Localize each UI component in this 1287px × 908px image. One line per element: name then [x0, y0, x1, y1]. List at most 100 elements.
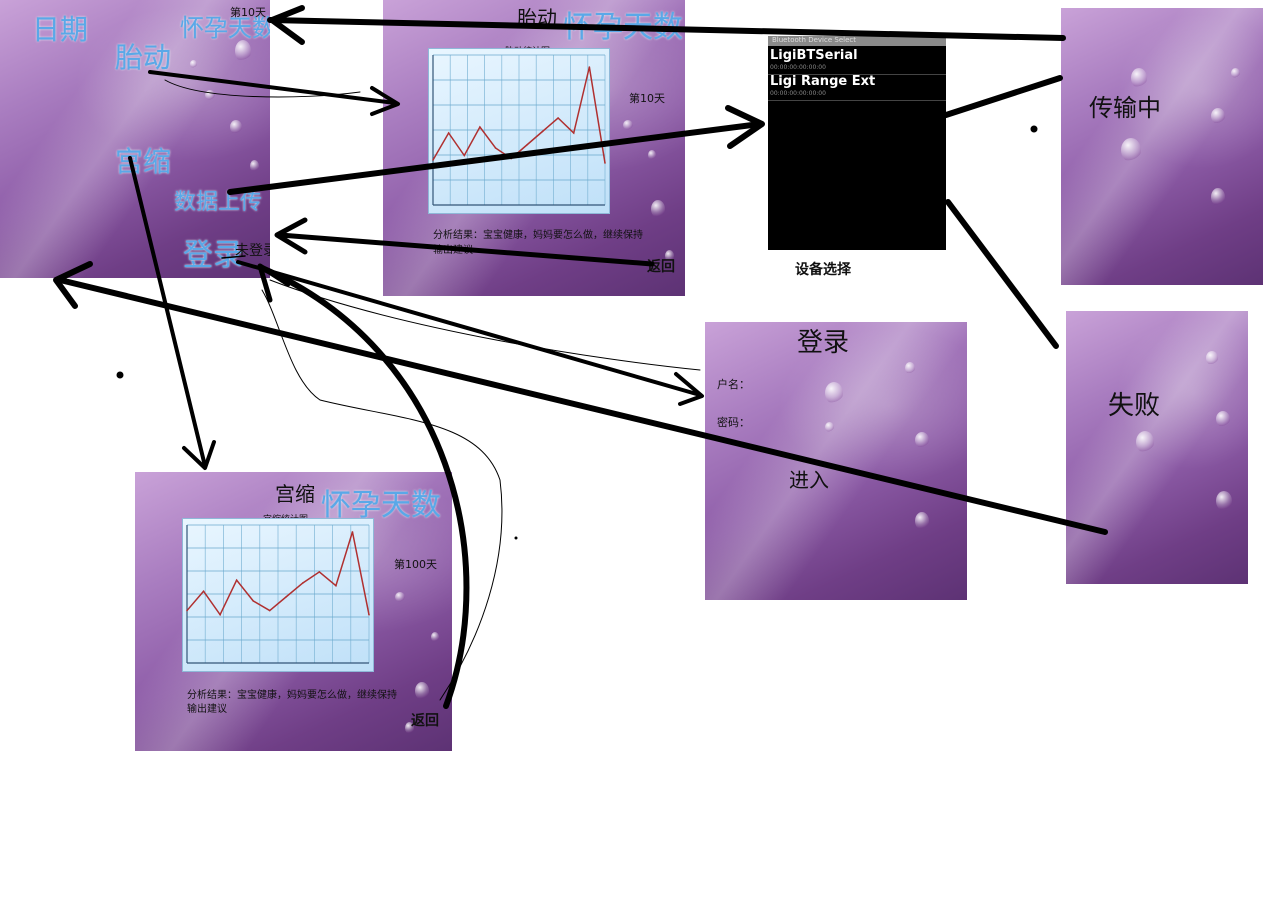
- data-point: [285, 595, 288, 598]
- arrow-head: [370, 86, 400, 116]
- sketch-stroke: [261, 289, 503, 701]
- arrow-head: [182, 440, 216, 470]
- flow-arrow: [148, 70, 397, 105]
- water-drop: [915, 432, 929, 448]
- device-name: LigiBTSerial: [770, 48, 858, 63]
- water-drop: [1206, 351, 1218, 365]
- flow-arrow: [57, 277, 1108, 535]
- device-select-header: Bluetooth Device Select: [768, 36, 946, 46]
- water-drop: [415, 682, 429, 700]
- data-point: [302, 582, 304, 584]
- water-drop: [825, 422, 834, 432]
- data-point: [432, 159, 434, 161]
- day-count: 第10天: [629, 92, 665, 105]
- data-point: [541, 130, 544, 133]
- water-drop: [395, 592, 405, 602]
- water-drop: [905, 362, 915, 374]
- day-count: 第100天: [394, 558, 437, 571]
- pregnancy-days-title: 怀孕天数: [180, 14, 270, 42]
- arrow-head: [257, 263, 291, 303]
- water-drop: [915, 512, 929, 530]
- data-point: [351, 531, 354, 533]
- water-drop: [431, 632, 439, 642]
- flow-arrow: [227, 121, 763, 195]
- water-drop: [651, 200, 665, 218]
- water-drop: [190, 60, 197, 68]
- data-upload-button[interactable]: 数据上传: [174, 190, 263, 215]
- transfer-status: 传输中: [1089, 94, 1161, 122]
- data-point: [526, 144, 528, 146]
- stray-dot: [116, 371, 124, 379]
- water-drop: [825, 382, 843, 404]
- water-drop: [230, 120, 242, 134]
- fetal-chart: [428, 48, 610, 214]
- data-point: [252, 600, 254, 602]
- data-point: [447, 132, 450, 134]
- water-drop: [648, 150, 656, 160]
- sketch-stroke: [269, 279, 701, 371]
- fetal-movement-button[interactable]: 胎动: [115, 41, 172, 74]
- screen-header-label: 宫缩: [275, 482, 315, 506]
- home-screen: 日期 怀孕天数 第10天 胎动 宫缩 数据上传 登录 未登录: [0, 0, 270, 278]
- data-point: [335, 584, 337, 587]
- failure-status: 失败: [1108, 391, 1161, 421]
- flow-arrow: [943, 75, 1063, 118]
- flow-arrow: [128, 156, 207, 468]
- water-drop: [405, 722, 414, 734]
- data-point: [318, 571, 321, 573]
- bluetooth-device-select: Bluetooth Device Select LigiBTSerial 00:…: [768, 36, 946, 250]
- flow-arrow: [236, 260, 702, 397]
- water-drop: [250, 160, 259, 172]
- arrow-head: [725, 105, 765, 149]
- water-drop: [1131, 68, 1147, 88]
- data-point: [604, 162, 606, 164]
- data-point: [494, 147, 497, 149]
- login-status: 未登录: [235, 243, 270, 259]
- data-point: [235, 579, 238, 581]
- date-label: 日期: [32, 13, 89, 46]
- flow-arrow: [259, 265, 470, 709]
- data-point: [219, 613, 221, 616]
- username-label: 户名：: [717, 378, 750, 391]
- login-button[interactable]: 登录: [183, 238, 243, 273]
- transfer-screen: 传输中: [1061, 8, 1263, 285]
- sketch-stroke: [221, 255, 246, 259]
- enter-button[interactable]: 进入: [789, 468, 829, 492]
- water-drop: [235, 40, 251, 62]
- device-address: 00:00:00:00:00:00: [770, 90, 826, 97]
- flow-arrow: [945, 199, 1059, 349]
- day-count: 第10天: [230, 6, 266, 19]
- data-point: [572, 132, 575, 134]
- water-drop: [1136, 431, 1154, 453]
- password-label: 密码：: [717, 416, 750, 429]
- contraction-button[interactable]: 宫缩: [115, 145, 172, 178]
- contraction-chart: [182, 518, 374, 672]
- analysis-text-line2: 输出建议: [187, 704, 227, 715]
- data-point: [202, 590, 205, 593]
- water-drop: [665, 250, 674, 262]
- login-screen: 登录 户名： 密码： 进入: [705, 322, 967, 600]
- contraction-screen: 宫缩 怀孕天数 宫缩统计图 第100天 分析结果：宝宝健康，妈妈要怎么做，继续保…: [135, 472, 452, 751]
- failure-screen: 失败: [1066, 311, 1248, 584]
- data-point: [479, 126, 481, 128]
- device-item[interactable]: Ligi Range Ext 00:00:00:00:00:00: [768, 74, 946, 101]
- data-point: [186, 609, 188, 612]
- stray-dot: [514, 536, 518, 540]
- water-drop: [623, 120, 633, 130]
- device-select-header-text: Bluetooth Device Select: [772, 36, 856, 44]
- water-drop: [1121, 138, 1141, 162]
- device-item[interactable]: LigiBTSerial 00:00:00:00:00:00: [768, 48, 946, 75]
- data-point: [557, 117, 559, 119]
- contraction-line-chart: [186, 524, 370, 664]
- back-button[interactable]: 返回: [411, 713, 439, 729]
- pregnancy-days-title: 怀孕天数: [321, 488, 441, 523]
- device-name: Ligi Range Ext: [770, 74, 876, 89]
- water-drop: [1231, 68, 1240, 78]
- analysis-text: 分析结果：宝宝健康，妈妈要怎么做，继续保持: [433, 230, 643, 241]
- water-drop: [205, 90, 215, 100]
- arrow-head: [269, 5, 305, 45]
- fetal-line-chart: [432, 54, 606, 206]
- stray-dot: [1030, 125, 1038, 133]
- device-address: 00:00:00:00:00:00: [770, 64, 826, 71]
- sketch-stroke: [164, 79, 361, 98]
